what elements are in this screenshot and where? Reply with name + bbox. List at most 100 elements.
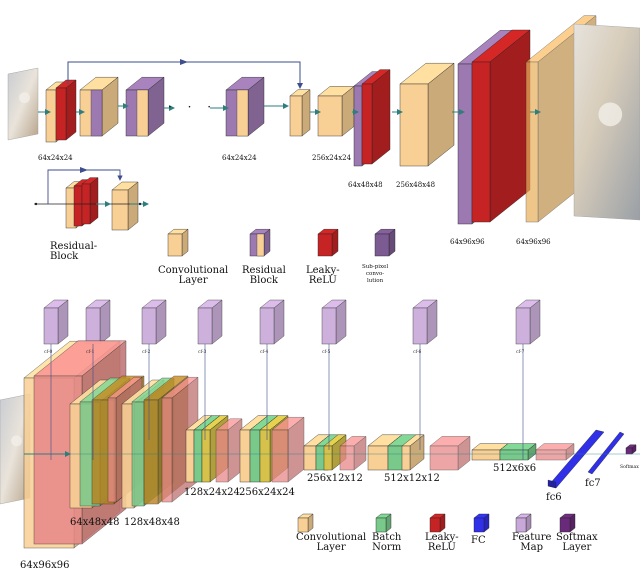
cube-front: [339, 445, 355, 471]
disc-dim-label: 64x48x48: [70, 517, 120, 528]
leaky-relu-layer: [471, 29, 531, 223]
cube-front: [515, 517, 527, 533]
legend-subpixel-icon: [374, 228, 396, 257]
residual-block-title: Residual- Block: [50, 241, 98, 262]
gen-dim-label: 256x24x24: [312, 154, 352, 162]
legend-subpixel-label: Sub-pixel convo- lution: [362, 264, 389, 284]
leaky-relu-layer: [81, 177, 99, 225]
cube-front: [375, 517, 387, 533]
cube-front: [259, 429, 271, 483]
softmax-label: Softmax: [620, 465, 639, 470]
cube-front: [167, 233, 183, 257]
cube-front: [535, 449, 567, 461]
cube-front: [317, 95, 343, 137]
cube-front: [161, 397, 173, 503]
cube-front: [625, 447, 633, 455]
cube-side: [371, 69, 391, 165]
cube-side: [263, 228, 271, 257]
cube-front: [367, 445, 389, 471]
legend-bottom-leaky-label: Leaky- ReLU: [425, 532, 459, 553]
legend-leaky-icon: [317, 228, 339, 257]
legend-conv-icon: [167, 228, 189, 257]
leaky-relu-layer: [339, 435, 367, 471]
cube-front: [45, 89, 57, 143]
cube-front: [429, 445, 459, 471]
gen-dim-label: 64x24x24: [38, 154, 73, 162]
conv-layer: [399, 62, 455, 167]
cube-side: [127, 181, 139, 231]
cube-side: [489, 29, 531, 223]
arrow-head: [80, 167, 88, 173]
input-image: [7, 67, 39, 141]
leaky-relu-layer: [55, 79, 77, 141]
output-image: [573, 23, 640, 221]
cube-front: [239, 429, 251, 483]
cube-front-split: [256, 233, 265, 257]
cube-front: [259, 307, 275, 345]
cube-front: [499, 449, 529, 461]
gen-dim-label: 256x48x48: [396, 181, 436, 189]
disc-dim-label: 256x12x12: [307, 473, 363, 484]
cube-front: [215, 429, 229, 483]
feature-map-tag: cf-2: [142, 350, 151, 355]
disc-dim-label: 128x24x24: [184, 487, 240, 498]
cube-front: [271, 429, 289, 483]
cube-side: [211, 299, 223, 345]
cube-side: [89, 177, 99, 225]
cube-side: [155, 299, 167, 345]
conv-layer: [289, 89, 311, 137]
legend-bottom-conv-label: Convolutional Layer: [296, 532, 367, 553]
photo-face: [7, 67, 39, 141]
node-dot: [34, 202, 38, 206]
residual-block: [79, 76, 119, 137]
disc-dim-label: 128x48x48: [124, 517, 180, 528]
legend-bottom-bn-icon: [375, 513, 392, 533]
feature-map-cube: [321, 299, 347, 345]
batchnorm-layer: [499, 443, 537, 461]
cube-side: [388, 228, 396, 257]
cube-side: [99, 299, 111, 345]
feature-map-cube: [412, 299, 438, 345]
residual-block: [225, 76, 265, 137]
feature-map-tag: cf-3: [198, 350, 207, 355]
cube-side: [273, 299, 285, 345]
cube-front: [399, 83, 429, 167]
cube-side: [301, 89, 311, 137]
feature-map-cube: [85, 299, 111, 345]
cube-front: [289, 95, 303, 137]
feature-map-cube: [141, 299, 167, 345]
node-dot: [138, 202, 142, 206]
legend-bottom-conv-icon: [297, 513, 314, 533]
cube-front: [471, 449, 501, 461]
legend-bottom-fc-label: FC: [471, 535, 486, 546]
disc-dim-label: 64x96x96: [20, 560, 70, 571]
cube-front: [471, 61, 491, 223]
cube-side: [529, 299, 541, 345]
cube-front: [249, 429, 261, 483]
cube-front: [297, 517, 309, 533]
cube-front: [193, 429, 203, 483]
cube-front: [361, 83, 373, 165]
feature-map-tag: cf-6: [413, 350, 422, 355]
leaky-relu-layer: [271, 416, 305, 483]
legend-conv-label: Convolutional Layer: [158, 265, 229, 286]
cube-front: [141, 307, 157, 345]
gen-dim-label: 64x96x96: [516, 238, 551, 246]
leaky-relu-layer: [361, 69, 391, 165]
cube-front: [303, 445, 317, 471]
photo-highlight: [598, 102, 623, 127]
cube-front: [85, 307, 101, 345]
cube-front: [73, 185, 83, 227]
fc7-layer: [587, 431, 625, 475]
gen-dim-label: 64x24x24: [222, 154, 257, 162]
arrow-head: [180, 59, 188, 65]
legend-bottom-softmax-icon: [559, 513, 576, 533]
legend-bottom-fc-icon: [473, 513, 490, 533]
cube-front: [473, 517, 485, 533]
cube-front: [525, 61, 539, 223]
cube-side: [335, 299, 347, 345]
disc-dim-label: 256x24x24: [239, 487, 295, 498]
conv-layer: [111, 181, 139, 231]
fc7-label: fc7: [585, 478, 601, 489]
